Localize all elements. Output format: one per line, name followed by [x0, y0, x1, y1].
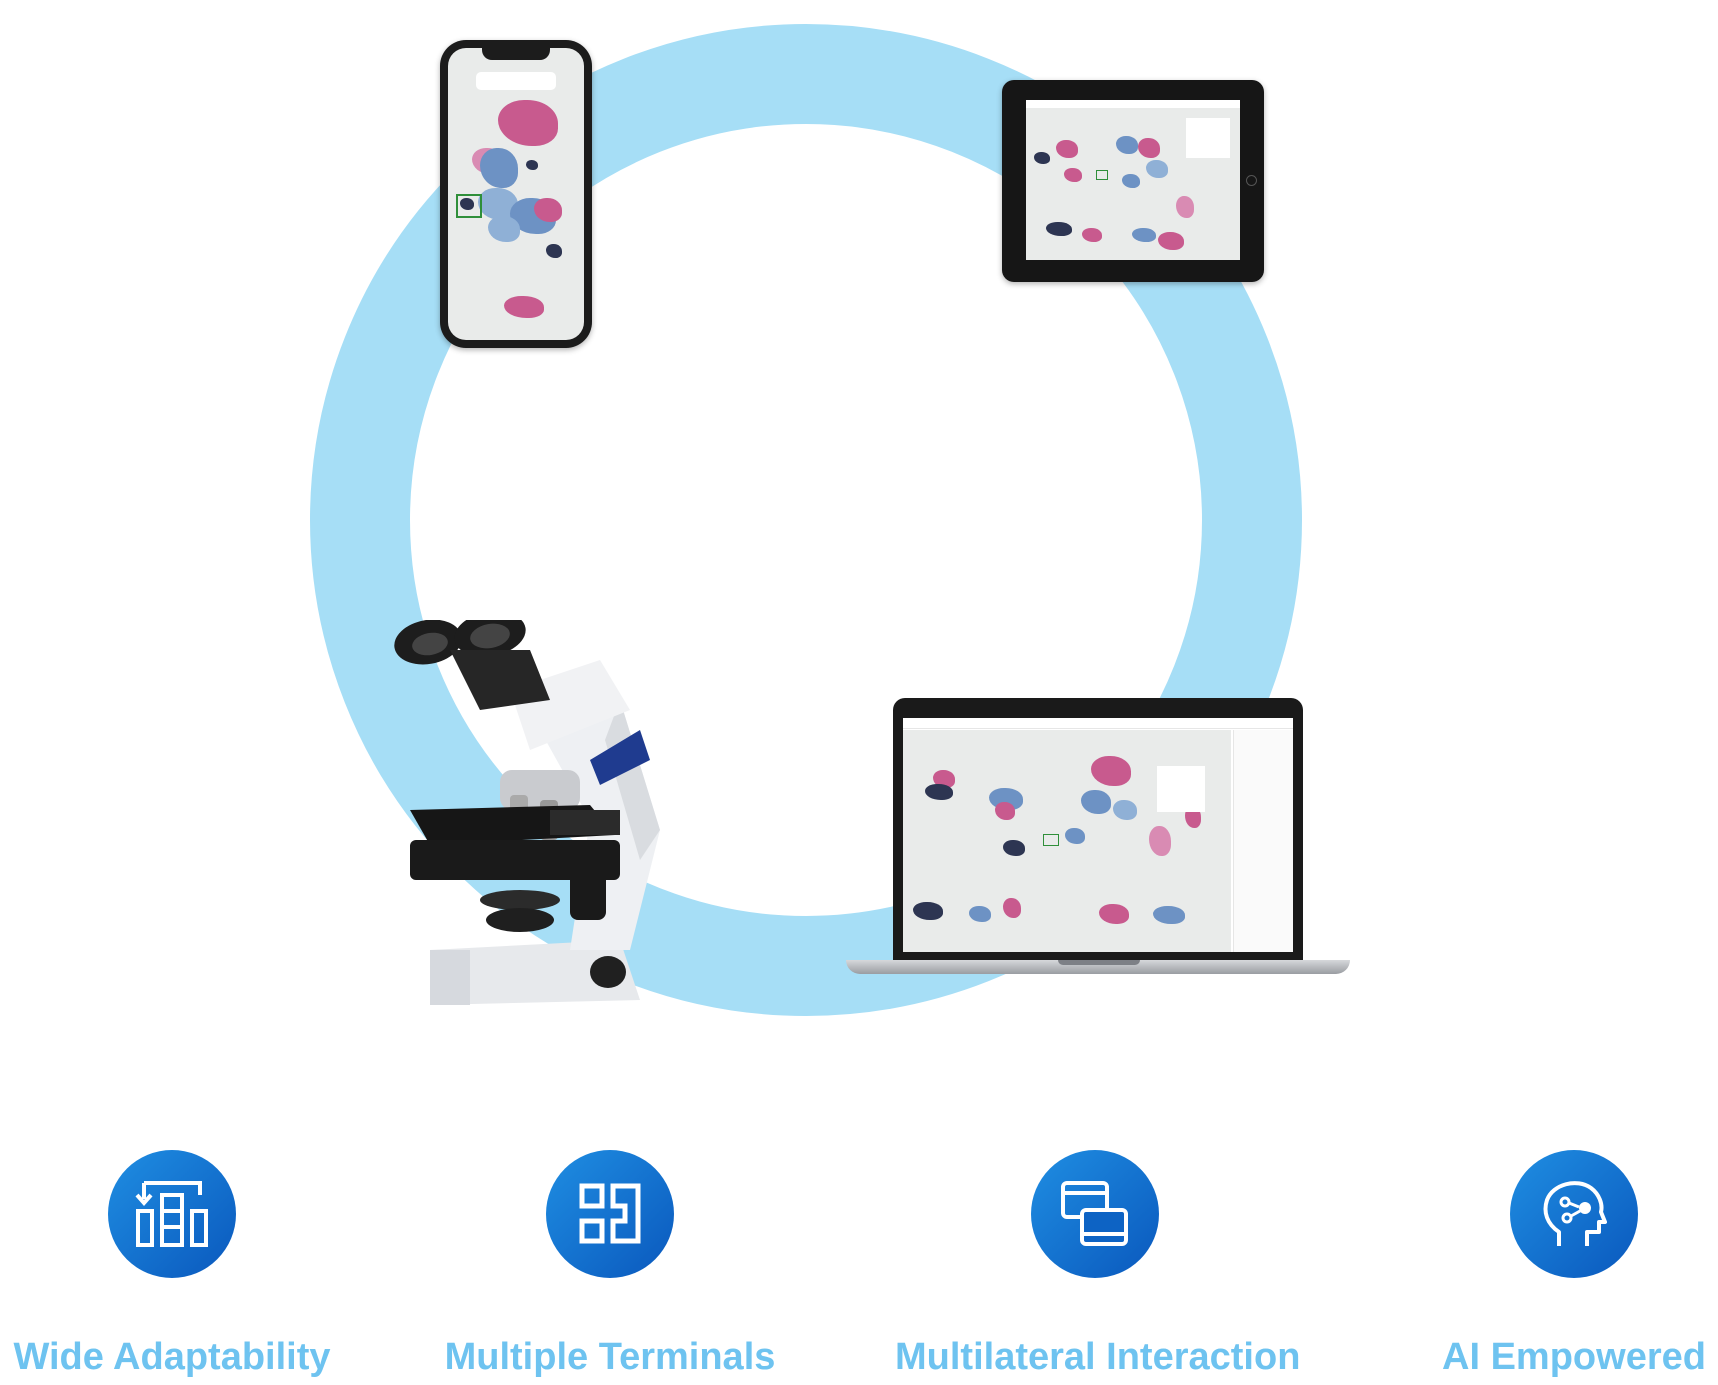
- feature-icon-circle: [546, 1150, 674, 1278]
- feature-icon-circle: [1510, 1150, 1638, 1278]
- laptop-side-panel: [1233, 730, 1293, 952]
- annotation-box: [1096, 170, 1108, 180]
- interaction-icon: [1061, 1181, 1128, 1246]
- feature-icon-circle: [1031, 1150, 1159, 1278]
- tablet-slide-view: [1026, 100, 1240, 260]
- phone-notch: [482, 46, 550, 60]
- annotation-box: [456, 194, 482, 218]
- feature-multiple-terminals: Multiple Terminals: [410, 1150, 810, 1379]
- laptop-settings-panel: [1157, 766, 1205, 812]
- phone-slide-view: [448, 48, 584, 340]
- feature-label: Wide Adaptability: [13, 1336, 331, 1378]
- tablet-side-panel: [1186, 118, 1230, 158]
- laptop-base: [846, 960, 1350, 974]
- ai-head-icon: [1543, 1181, 1607, 1246]
- laptop-header-bar: [903, 718, 1293, 729]
- tablet-device: [1002, 80, 1264, 282]
- feature-wide-adaptability: Wide Adaptability: [0, 1150, 372, 1379]
- laptop-device: [893, 698, 1303, 960]
- feature-label: Multiple Terminals: [444, 1336, 776, 1378]
- terminals-icon: [579, 1183, 641, 1244]
- feature-ai-empowered: AI Empowered: [1374, 1150, 1718, 1379]
- tablet-header-bar: [1026, 100, 1240, 108]
- smartphone-device: [440, 40, 592, 348]
- feature-icon-circle: [108, 1150, 236, 1278]
- annotation-box: [1043, 834, 1059, 846]
- phone-toolbar: [476, 72, 556, 90]
- feature-multilateral-interaction: Multilateral Interaction: [895, 1150, 1301, 1379]
- feature-label: Multilateral Interaction: [895, 1336, 1301, 1378]
- feature-label: AI Empowered: [1442, 1336, 1706, 1378]
- adaptability-icon: [135, 1181, 208, 1247]
- laptop-slide-view: [903, 730, 1231, 952]
- tablet-home-button: [1246, 175, 1257, 186]
- laptop-screen: [903, 718, 1293, 952]
- laptop-notch: [1058, 960, 1140, 965]
- microscope-image: [394, 620, 660, 1005]
